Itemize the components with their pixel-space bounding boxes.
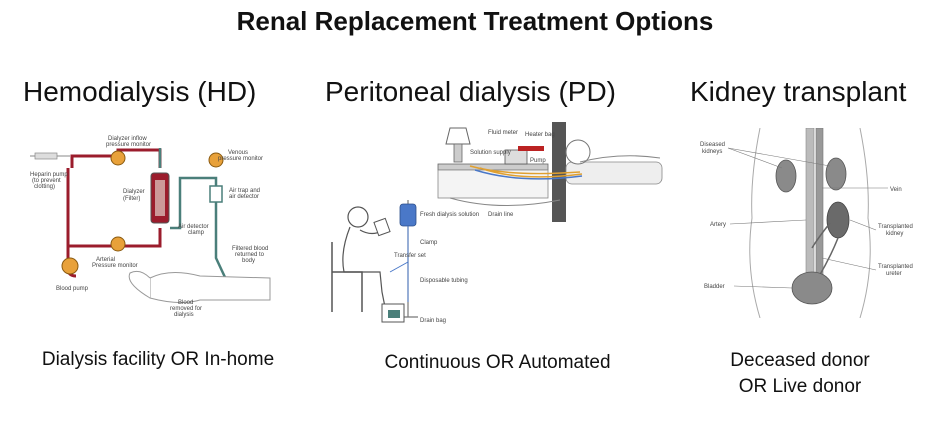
kidney-caption-line-1: Deceased donor <box>730 350 870 371</box>
diseased-kidney-left <box>775 159 797 193</box>
patient-arm <box>149 272 271 304</box>
label-heparin-3: clotting) <box>34 184 55 190</box>
label-venous-2: pressure monitor <box>218 156 263 162</box>
bladder <box>791 271 833 305</box>
label-fresh-solution: Fresh dialysis solution <box>420 212 479 218</box>
label-dialyzer: Dialyzer <box>123 189 145 195</box>
label-transfer-set: Transfer set <box>394 253 426 259</box>
label-heparin: Heparin pump <box>30 172 68 178</box>
label-pump: Pump <box>530 158 546 164</box>
label-solution-supply: Solution supply <box>470 150 511 156</box>
peritoneal-dialysis-caption: Continuous OR Automated <box>384 352 611 373</box>
label-fluid-meter: Fluid meter <box>488 130 518 136</box>
label-venous: Venous <box>228 150 248 156</box>
label-bladder: Bladder <box>704 284 725 290</box>
label-removed-2: removed for <box>170 306 202 312</box>
inflow-pressure-monitor <box>110 150 126 166</box>
label-diseased: Diseased <box>700 142 725 148</box>
label-removed-3: dialysis <box>174 312 194 318</box>
label-ureter: Transplanted <box>878 264 913 270</box>
label-heater-bag: Heater bag <box>525 132 555 138</box>
hemodialysis-diagram: Dialyzer inflow pressure monitor Heparin… <box>30 136 271 318</box>
seated-patient <box>331 206 391 313</box>
label-air-clamp-2: clamp <box>188 230 205 236</box>
arterial-pressure-monitor <box>110 236 126 252</box>
peritoneal-dialysis-diagram: Fluid meter Heater bag Solution supply P… <box>331 122 663 324</box>
label-arterial-2: Pressure monitor <box>92 263 138 269</box>
label-dialyzer-2: (Filter) <box>123 196 140 202</box>
label-air-trap-2: air detector <box>229 194 259 200</box>
cycler-machine <box>504 149 528 165</box>
blood-pump <box>61 257 79 275</box>
kidney-caption-line-2: OR Live donor <box>738 376 862 397</box>
label-filtered-3: body <box>242 258 255 264</box>
label-air-clamp: Air detector <box>178 224 209 230</box>
label-ureter-2: ureter <box>886 271 902 277</box>
label-diseased-2: kidneys <box>702 149 722 155</box>
fresh-solution-bag <box>399 203 417 227</box>
label-air-trap: Air trap and <box>229 188 260 194</box>
diseased-kidney-right <box>825 157 847 191</box>
hemodialysis-heading: Hemodialysis (HD) <box>23 76 257 107</box>
kidney-transplant-caption: Deceased donor OR Live donor <box>700 348 900 400</box>
heater-bag <box>518 146 544 151</box>
label-drain-bag: Drain bag <box>420 318 446 324</box>
hemodialysis-caption: Dialysis facility OR In-home <box>41 349 275 370</box>
label-transplanted: Transplanted <box>878 224 913 230</box>
return-blood-line <box>158 148 245 290</box>
label-filtered-2: returned to <box>235 252 265 258</box>
torso-outline <box>749 128 871 318</box>
label-dialyzer-inflow-2: pressure monitor <box>106 142 151 148</box>
label-heparin-2: (to prevent <box>32 178 61 184</box>
label-vein: Vein <box>890 187 902 193</box>
label-removed: Blood <box>178 300 193 306</box>
label-transplanted-2: kidney <box>886 231 903 237</box>
heparin-syringe <box>30 152 70 160</box>
kidney-transplant-heading: Kidney transplant <box>690 76 907 107</box>
label-artery: Artery <box>710 222 726 228</box>
air-trap <box>209 185 223 203</box>
label-disposable-tubing: Disposable tubing <box>420 278 468 284</box>
label-filtered: Filtered blood <box>232 246 268 252</box>
label-dialyzer-inflow: Dialyzer inflow <box>108 136 147 142</box>
label-clamp: Clamp <box>420 240 438 246</box>
dialyzer-filter <box>150 172 170 224</box>
page-title: Renal Replacement Treatment Options <box>236 6 714 36</box>
peritoneal-dialysis-heading: Peritoneal dialysis (PD) <box>325 76 616 107</box>
label-blood-pump: Blood pump <box>56 286 89 292</box>
label-arterial: Arterial <box>96 257 115 263</box>
label-drain-line: Drain line <box>488 212 514 218</box>
lamp-icon <box>445 127 471 163</box>
pd-tubing <box>469 165 583 178</box>
kidney-transplant-diagram: Diseased kidneys Vein Artery Transplante… <box>700 128 913 318</box>
venous-pressure-monitor <box>208 152 224 168</box>
transplanted-kidney <box>826 201 850 239</box>
